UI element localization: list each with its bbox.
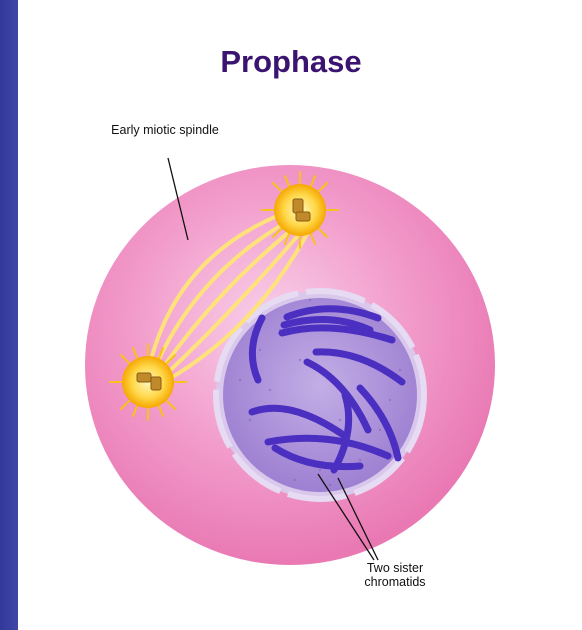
spindle-label: Early miotic spindle xyxy=(110,123,220,137)
centrosome-top xyxy=(262,172,338,248)
chromatids-label: Two sister chromatids xyxy=(340,561,450,589)
centrosome-bottom xyxy=(110,344,186,420)
